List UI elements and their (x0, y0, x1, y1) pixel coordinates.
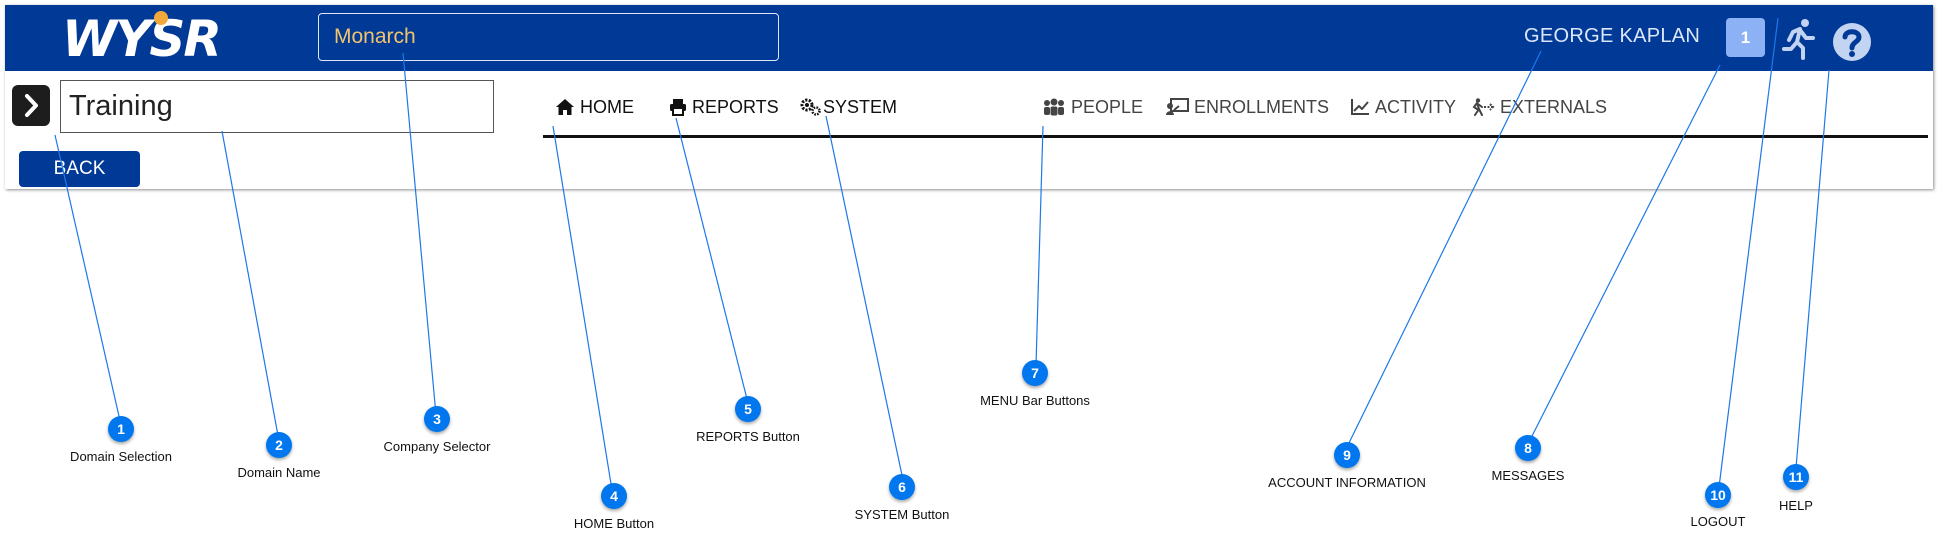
header-bar: WYSR Monarch GEORGE KAPLAN 1 (5, 5, 1933, 71)
callout-badge-5: 5 (735, 396, 761, 422)
nav-people-button[interactable]: PEOPLE (1042, 95, 1143, 119)
app-frame: WYSR Monarch GEORGE KAPLAN 1 Training BA… (5, 5, 1933, 189)
callout-badge-11: 11 (1783, 464, 1809, 490)
nav-people-label: PEOPLE (1071, 96, 1144, 117)
back-button[interactable]: BACK (19, 151, 140, 187)
nav-externals-button[interactable]: EXTERNALS (1471, 95, 1607, 119)
callout-badge-7: 7 (1022, 360, 1048, 386)
callout-badge-3: 3 (424, 406, 450, 432)
callout-label-11: HELP (1779, 498, 1813, 513)
printer-icon (670, 99, 686, 116)
enrollment-icon (1166, 98, 1189, 115)
company-selector[interactable]: Monarch (318, 13, 779, 61)
home-icon (556, 99, 574, 115)
messages-count: 1 (1740, 28, 1751, 47)
callout-badge-2: 2 (266, 432, 292, 458)
logo-dot (154, 11, 168, 25)
nav-home-button[interactable]: HOME (555, 95, 634, 119)
nav-externals-label: EXTERNALS (1500, 96, 1608, 117)
callout-label-7: MENU Bar Buttons (980, 393, 1090, 408)
nav-enrollments-label: ENROLLMENTS (1194, 96, 1330, 117)
callout-label-5: REPORTS Button (696, 429, 800, 444)
externals-icon (1472, 98, 1495, 116)
callout-badge-8: 8 (1515, 435, 1541, 461)
people-icon (1044, 98, 1064, 116)
running-person-icon[interactable] (1781, 18, 1819, 60)
callout-badge-9: 9 (1334, 442, 1360, 468)
wysr-logo[interactable]: WYSR (62, 10, 222, 68)
nav-activity-label: ACTIVITY (1375, 96, 1457, 117)
menu-bar-divider (543, 135, 1928, 138)
company-selector-value: Monarch (334, 25, 416, 48)
callout-badge-4: 4 (601, 483, 627, 509)
nav-reports-button[interactable]: REPORTS (669, 95, 779, 119)
callout-badge-1: 1 (108, 416, 134, 442)
callout-label-10: LOGOUT (1690, 514, 1746, 529)
callout-label-2: Domain Name (237, 465, 321, 480)
callout-badge-6: 6 (889, 474, 915, 500)
nav-system-button[interactable]: SYSTEM (800, 95, 897, 119)
chevron-right-icon (25, 94, 38, 117)
messages-button[interactable]: 1 (1726, 18, 1765, 57)
callout-label-3: Company Selector (383, 439, 491, 454)
line-chart-icon (1351, 99, 1369, 115)
nav-home-label: HOME (580, 96, 634, 117)
callout-label-8: MESSAGES (1491, 468, 1565, 483)
gears-icon (800, 98, 821, 116)
callout-label-1: Domain Selection (70, 449, 172, 464)
domain-name-field[interactable]: Training (60, 80, 494, 133)
callout-label-9: ACCOUNT INFORMATION (1268, 475, 1426, 490)
logo-text: WYSR (62, 10, 222, 68)
back-button-label: BACK (53, 158, 106, 179)
callout-badge-10: 10 (1705, 482, 1731, 508)
domain-name-value: Training (69, 90, 173, 122)
question-circle-icon[interactable] (1831, 21, 1873, 63)
callout-label-6: SYSTEM Button (854, 507, 950, 522)
nav-activity-button[interactable]: ACTIVITY (1350, 95, 1456, 119)
callout-label-4: HOME Button (573, 516, 655, 531)
domain-selection-button[interactable] (12, 85, 50, 126)
nav-reports-label: REPORTS (692, 96, 779, 117)
nav-enrollments-button[interactable]: ENROLLMENTS (1165, 95, 1329, 119)
account-information[interactable]: GEORGE KAPLAN (1524, 25, 1701, 47)
nav-system-label: SYSTEM (823, 96, 898, 117)
